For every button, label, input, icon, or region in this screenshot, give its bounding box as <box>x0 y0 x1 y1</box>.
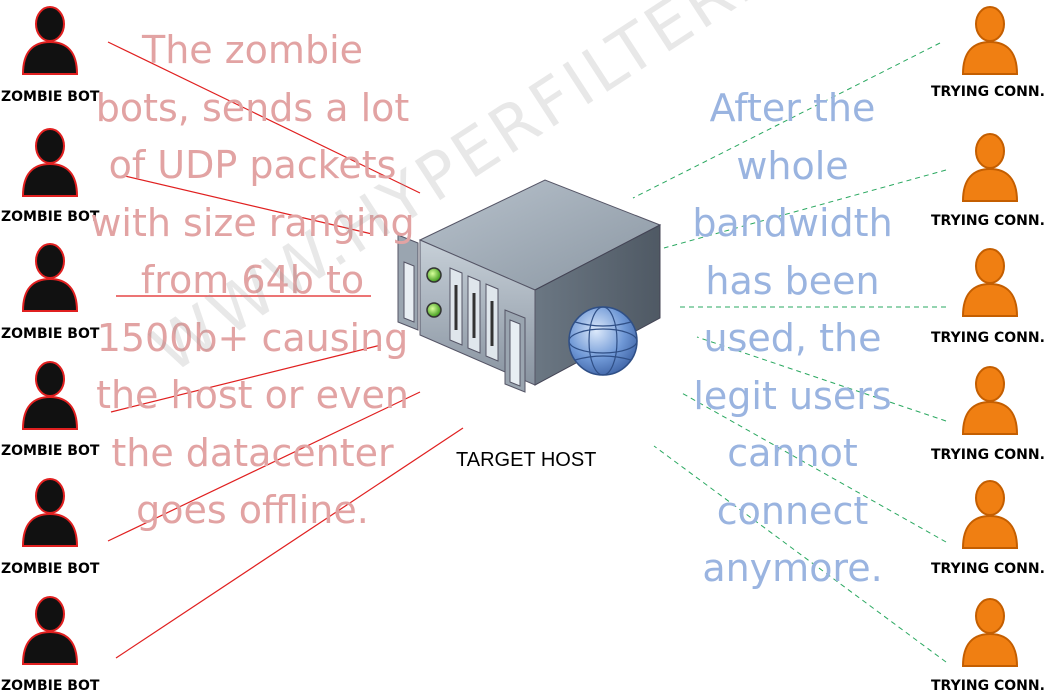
trying-conn-label: TRYING CONN. <box>931 678 1045 694</box>
zombie-bot-label: ZOMBIE BOT <box>1 89 100 105</box>
zombie-bot-icon <box>22 243 78 312</box>
impact-description-text: After the whole bandwidth has been used,… <box>692 86 893 590</box>
zombie-bot-label: ZOMBIE BOT <box>1 443 100 459</box>
attack-line <box>110 344 382 413</box>
zombie-bot-icon <box>22 361 78 430</box>
attack-line <box>107 41 421 194</box>
zombie-bot-label: ZOMBIE BOT <box>1 209 100 225</box>
user-line <box>696 336 947 422</box>
globe-icon <box>568 306 638 376</box>
zombie-bot-icon <box>22 6 78 75</box>
user-icon <box>962 480 1018 549</box>
zombie-bot-label: ZOMBIE BOT <box>1 561 100 577</box>
zombie-bot-icon <box>22 596 78 665</box>
user-icon <box>962 366 1018 435</box>
trying-conn-label: TRYING CONN. <box>931 84 1045 100</box>
user-line <box>653 445 947 663</box>
zombie-bot-label: ZOMBIE BOT <box>1 326 100 342</box>
trying-conn-label: TRYING CONN. <box>931 561 1045 577</box>
trying-conn-label: TRYING CONN. <box>931 447 1045 463</box>
user-icon <box>962 248 1018 317</box>
user-lines <box>632 42 947 663</box>
user-icon <box>962 6 1018 75</box>
trying-conn-label: TRYING CONN. <box>931 213 1045 229</box>
attack-line <box>115 427 464 659</box>
zombie-bot-icon <box>22 128 78 197</box>
zombie-bot-icon <box>22 478 78 547</box>
user-icon <box>962 598 1018 667</box>
attack-description-text: The zombie bots, sends a lot of UDP pack… <box>90 28 415 532</box>
attack-line <box>124 175 373 235</box>
target-host-label: TARGET HOST <box>456 449 597 471</box>
attack-line <box>107 391 421 542</box>
user-line <box>632 42 941 199</box>
trying-conn-label: TRYING CONN. <box>931 330 1045 346</box>
user-line <box>679 391 947 543</box>
attack-lines <box>107 41 464 659</box>
server-icon <box>397 179 662 393</box>
zombie-bot-label: ZOMBIE BOT <box>1 678 100 694</box>
user-icon <box>962 133 1018 202</box>
user-line <box>663 169 947 249</box>
